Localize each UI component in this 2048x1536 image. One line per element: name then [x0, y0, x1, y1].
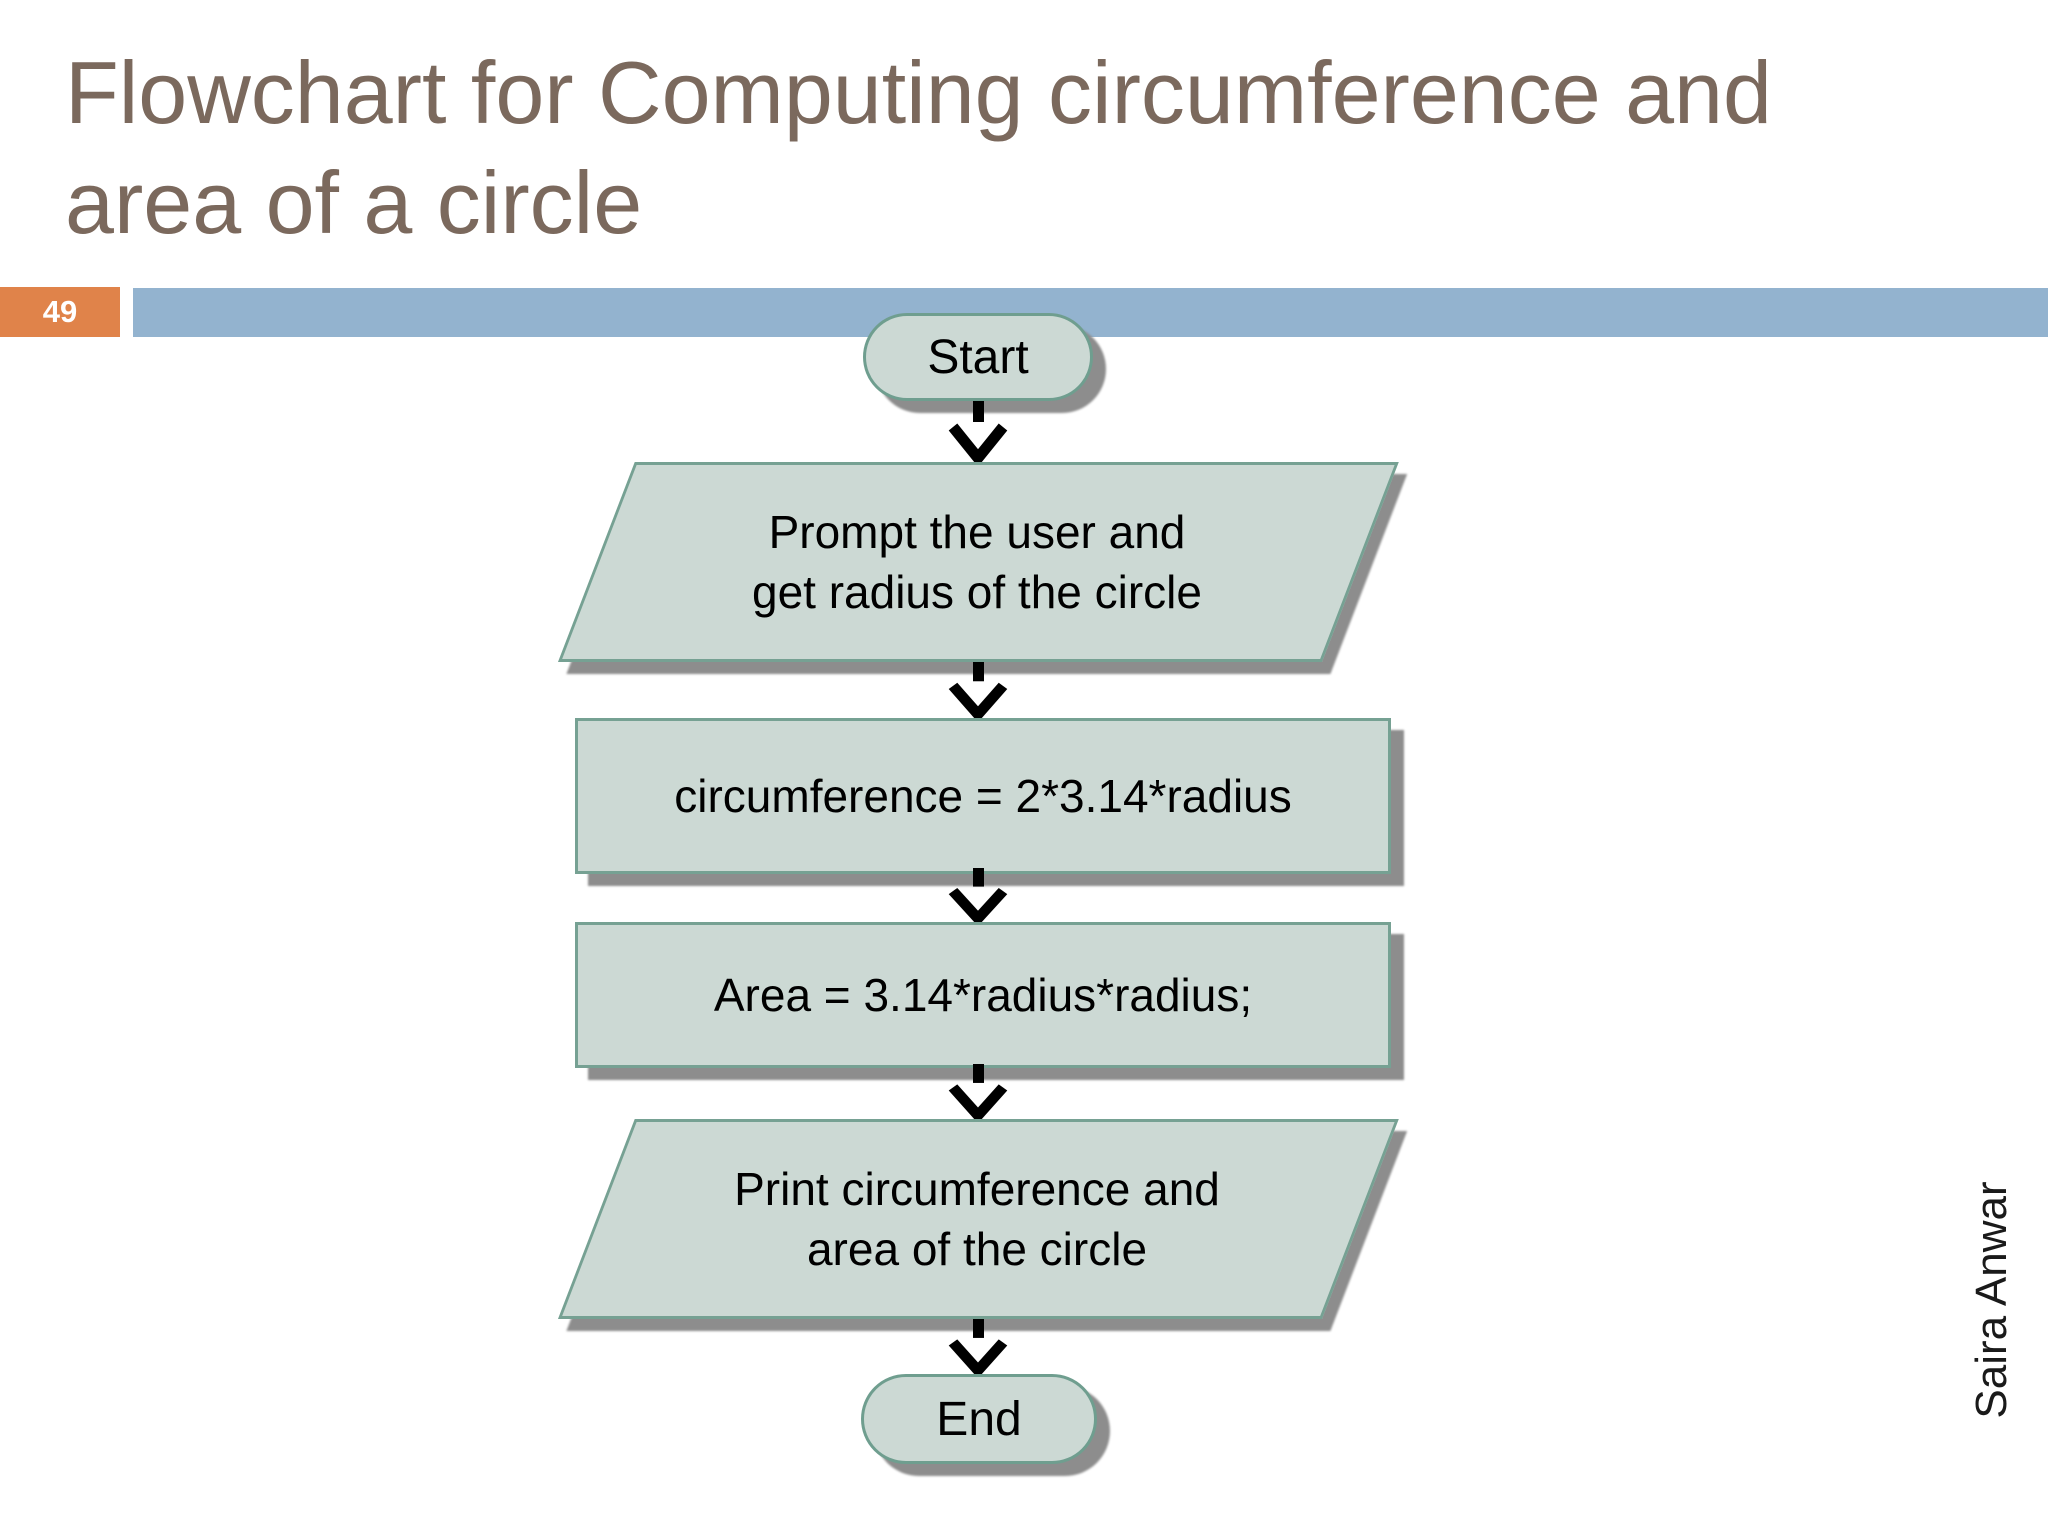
page-number: 49 [42, 294, 78, 329]
accent-bar [133, 288, 2048, 337]
flow-node-input-radius: Prompt the user and get radius of the ci… [558, 462, 1399, 662]
page-number-badge: 49 [0, 287, 120, 337]
flow-node-input-radius-label: Prompt the user and get radius of the ci… [751, 506, 1202, 618]
flow-node-start-label: Start [927, 330, 1029, 384]
flow-node-area-label: Area = 3.14*radius*radius; [713, 969, 1253, 1021]
flow-node-end: End [861, 1374, 1097, 1464]
flow-node-output: Print circumference and area of the circ… [558, 1119, 1399, 1319]
page-title-line1: Flowchart for Computing circumference an… [65, 43, 1772, 142]
flow-arrow-start-to-input [948, 401, 1008, 462]
flow-node-area: Area = 3.14*radius*radius; [575, 922, 1391, 1068]
page-title: Flowchart for Computing circumference an… [65, 38, 1965, 258]
page-title-line2: area of a circle [65, 153, 643, 252]
author-credit: Saira Anwar [1967, 1181, 2016, 1419]
flow-node-circumference: circumference = 2*3.14*radius [575, 718, 1391, 874]
flow-arrow-output-to-end [948, 1319, 1008, 1374]
flow-node-circumference-label: circumference = 2*3.14*radius [674, 770, 1292, 822]
flow-arrow-area-to-output [948, 1064, 1008, 1119]
flow-node-end-label: End [936, 1392, 1022, 1446]
flow-node-start: Start [863, 313, 1093, 401]
flow-node-output-label: Print circumference and area of the circ… [734, 1163, 1220, 1275]
flow-arrow-circumference-to-area [948, 868, 1008, 922]
flow-arrow-input-to-circumference [948, 662, 1008, 718]
